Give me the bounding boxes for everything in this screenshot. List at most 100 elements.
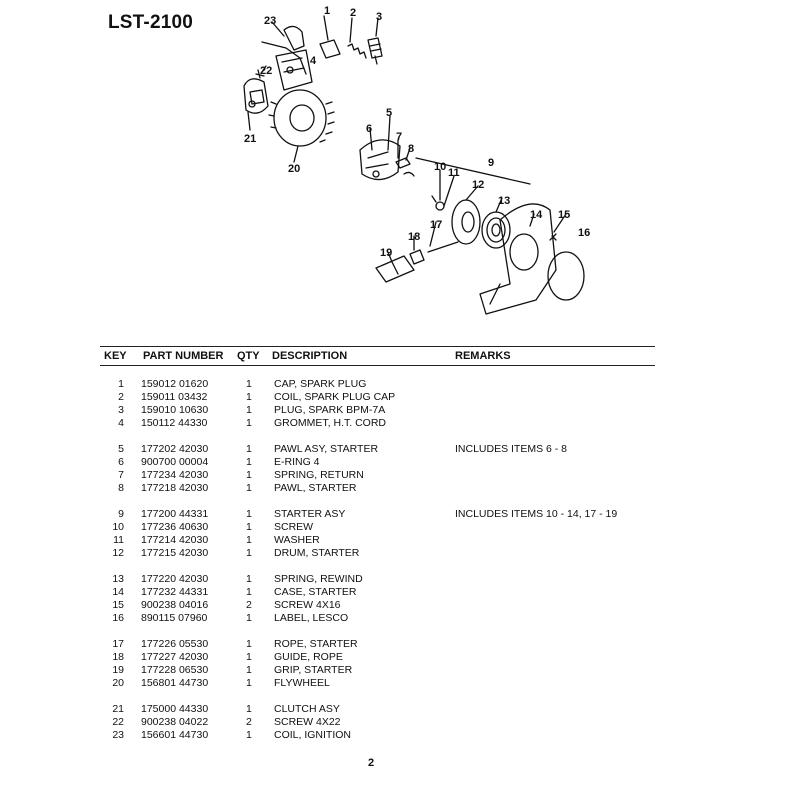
callout-23: 23 — [264, 15, 276, 27]
cell-description: PAWL, STARTER — [274, 482, 357, 494]
cell-qty: 1 — [246, 703, 252, 715]
cell-key: 21 — [112, 703, 124, 715]
cell-key: 7 — [118, 469, 124, 481]
callout-10: 10 — [434, 161, 446, 173]
cell-description: SPRING, RETURN — [274, 469, 364, 481]
cell-part-number: 177215 42030 — [141, 547, 209, 559]
cell-qty: 1 — [246, 391, 252, 403]
cell-part-number: 900238 04022 — [141, 716, 209, 728]
cell-part-number: 177232 44331 — [141, 586, 209, 598]
cell-qty: 1 — [246, 443, 252, 455]
cell-qty: 1 — [246, 378, 252, 390]
starter-rope-drawing — [427, 241, 459, 253]
cell-description: CASE, STARTER — [274, 586, 357, 598]
cell-description: GRIP, STARTER — [274, 664, 353, 676]
cell-part-number: 177200 44331 — [141, 508, 209, 520]
table-header: KEY PART NUMBER QTY DESCRIPTION REMARKS — [100, 347, 655, 365]
cell-qty: 1 — [246, 664, 252, 676]
callout-21: 21 — [244, 133, 256, 145]
cell-description: DRUM, STARTER — [274, 547, 360, 559]
callout-1: 1 — [324, 5, 330, 17]
cell-remarks: INCLUDES ITEMS 10 - 14, 17 - 19 — [455, 508, 618, 520]
cell-key: 4 — [118, 417, 124, 429]
header-key: KEY — [104, 350, 127, 362]
label-drawing — [547, 251, 585, 301]
cell-description: SCREW 4X16 — [274, 599, 341, 611]
spark-plug-spring-drawing — [347, 43, 367, 59]
cell-part-number: 177214 42030 — [141, 534, 209, 546]
cell-description: WASHER — [274, 534, 320, 546]
cell-description: CLUTCH ASY — [274, 703, 340, 715]
cell-qty: 1 — [246, 404, 252, 416]
cell-qty: 1 — [246, 482, 252, 494]
callout-15: 15 — [558, 209, 570, 221]
callout-6: 6 — [366, 123, 372, 135]
cell-description: E-RING 4 — [274, 456, 320, 468]
model-title: LST-2100 — [108, 12, 194, 33]
exploded-parts-diagram: 1 2 3 4 5 6 7 8 9 10 11 12 13 14 15 16 1… — [243, 5, 590, 315]
header-description: DESCRIPTION — [272, 350, 348, 362]
cell-key: 17 — [112, 638, 124, 650]
cell-part-number: 175000 44330 — [141, 703, 209, 715]
cell-part-number: 150112 44330 — [141, 417, 208, 429]
starter-grip-drawing — [375, 255, 415, 283]
table-row: 21 175000 44330 1 CLUTCH ASY — [100, 703, 655, 716]
clutch-drawing — [243, 78, 269, 114]
callout-22: 22 — [260, 65, 272, 77]
cell-key: 22 — [112, 716, 124, 728]
cell-key: 2 — [118, 391, 124, 403]
cell-key: 14 — [112, 586, 124, 598]
cell-qty: 1 — [246, 677, 252, 689]
cell-part-number: 177220 42030 — [141, 573, 209, 585]
cell-description: SPRING, REWIND — [274, 573, 363, 585]
cell-qty: 1 — [246, 586, 252, 598]
cell-qty: 1 — [246, 469, 252, 481]
cell-key: 6 — [118, 456, 124, 468]
cell-part-number: 159010 10630 — [141, 404, 209, 416]
cell-description: FLYWHEEL — [274, 677, 330, 689]
table-header-rule — [100, 365, 655, 366]
cell-part-number: 177218 42030 — [141, 482, 209, 494]
callout-7: 7 — [396, 131, 402, 143]
header-qty: QTY — [237, 350, 260, 362]
callout-18: 18 — [408, 231, 420, 243]
cell-key: 20 — [112, 677, 124, 689]
cell-part-number: 177236 40630 — [141, 521, 209, 533]
cell-key: 16 — [112, 612, 124, 624]
cell-part-number: 177227 42030 — [141, 651, 209, 663]
cell-part-number: 900700 00004 — [141, 456, 209, 468]
cell-description: SCREW — [274, 521, 314, 533]
cell-qty: 1 — [246, 651, 252, 663]
cell-key: 12 — [112, 547, 124, 559]
cell-key: 9 — [118, 508, 124, 520]
cell-key: 11 — [113, 534, 124, 546]
cell-part-number: 177202 42030 — [141, 443, 209, 455]
cell-description: SCREW 4X22 — [274, 716, 341, 728]
callout-17: 17 — [430, 219, 442, 231]
page-number: 2 — [368, 757, 375, 769]
cell-qty: 1 — [246, 417, 252, 429]
parts-table: KEY PART NUMBER QTY DESCRIPTION REMARKS … — [100, 346, 655, 755]
flywheel-drawing — [268, 89, 335, 147]
cell-qty: 1 — [246, 729, 252, 741]
rope-guide-drawing — [409, 249, 425, 265]
callout-3: 3 — [376, 11, 382, 23]
cell-key: 15 — [112, 599, 124, 611]
table-top-rule — [100, 346, 655, 347]
callout-5: 5 — [386, 107, 392, 119]
